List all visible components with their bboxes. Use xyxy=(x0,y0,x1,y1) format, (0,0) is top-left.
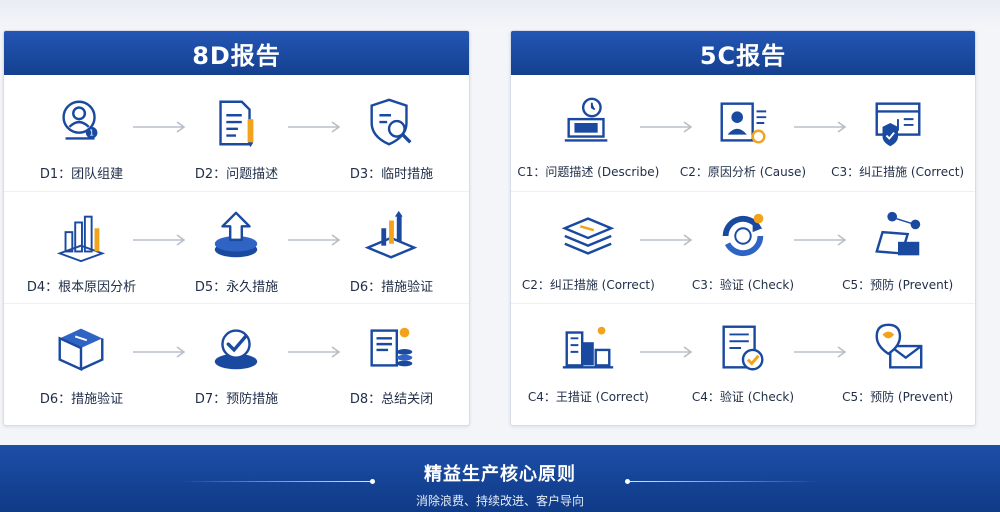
step-label: D6：措施验证 xyxy=(39,392,124,407)
flow-arrow xyxy=(286,121,342,133)
step-label: C5：预防 (Prevent) xyxy=(842,278,954,292)
step-d5: D5：永久措施 xyxy=(159,192,341,304)
flow-arrow xyxy=(131,121,187,133)
footer-subtitle: 消除浪费、持续改进、客户导向 xyxy=(415,494,584,508)
footer-title: 精益生产核心原则 xyxy=(424,464,576,485)
card-network-icon xyxy=(868,206,928,266)
step-c5b: C5：预防 (Prevent) xyxy=(820,304,975,416)
buildings-icon xyxy=(558,318,618,378)
footer-banner: 精益生产核心原则 消除浪费、持续改进、客户导向 xyxy=(0,445,1000,512)
mail-pin-icon xyxy=(868,318,928,378)
stack-upload-icon xyxy=(206,206,266,266)
bar-chart-3d-icon xyxy=(51,206,111,266)
step-label: D4：根本原因分析 xyxy=(26,280,137,295)
divider-dot xyxy=(625,479,630,484)
step-d6a: D6：措施验证 xyxy=(314,192,469,304)
step-d4: D4：根本原因分析 xyxy=(4,192,186,304)
open-box-icon xyxy=(51,318,111,378)
layers-icon xyxy=(558,206,618,266)
step-label: C1：问题描述 (Describe) xyxy=(517,165,660,179)
step-c4b: C4：验证 (Check) xyxy=(666,304,847,416)
step-d6b: D6：措施验证 xyxy=(4,304,186,416)
cycle-arrows-icon xyxy=(713,206,773,266)
step-label: C5：预防 (Prevent) xyxy=(842,390,954,404)
step-label: C4：王措证 (Correct) xyxy=(527,390,649,404)
top-strip xyxy=(0,0,1000,28)
flow-arrow xyxy=(286,346,342,358)
step-c5: C5：预防 (Prevent) xyxy=(820,192,975,304)
step-label: C2：原因分析 (Cause) xyxy=(679,165,807,179)
flow-arrow xyxy=(792,346,848,358)
team-user-icon: 1 xyxy=(51,93,111,153)
panel-8d-title: 8D报告 xyxy=(4,31,469,75)
step-label: D5：永久措施 xyxy=(194,280,279,295)
divider-line xyxy=(180,481,370,482)
flow-arrow xyxy=(131,234,187,246)
step-c2b: C2：纠正措施 (Correct) xyxy=(511,192,693,304)
monitor-clock-icon xyxy=(558,93,618,153)
window-shield-icon xyxy=(868,93,928,153)
step-label: D7：预防措施 xyxy=(194,392,279,407)
step-label: D8：总结关闭 xyxy=(349,392,434,407)
flow-arrow xyxy=(286,234,342,246)
flow-arrow xyxy=(792,121,848,133)
checklist-icon xyxy=(713,318,773,378)
profile-card-icon xyxy=(713,93,773,153)
step-c3b: C3：验证 (Check) xyxy=(666,192,847,304)
step-d7: D7：预防措施 xyxy=(159,304,341,416)
check-badge-icon xyxy=(206,318,266,378)
step-label: C2：纠正措施 (Correct) xyxy=(521,278,655,292)
step-label: D6：措施验证 xyxy=(349,280,434,295)
flow-arrow xyxy=(638,121,694,133)
document-pen-icon xyxy=(206,93,266,153)
svg-text:1: 1 xyxy=(90,129,95,138)
flow-arrow xyxy=(638,234,694,246)
divider-line xyxy=(630,481,820,482)
flow-arrow xyxy=(792,234,848,246)
shield-search-icon xyxy=(361,93,421,153)
flow-arrow xyxy=(638,346,694,358)
step-label: C4：验证 (Check) xyxy=(691,390,795,404)
panel-5c-report: 5C报告 C1：问题描述 (Describe) C2：原因分析 (Cause) xyxy=(510,30,976,426)
step-label: C3：验证 (Check) xyxy=(691,278,795,292)
growth-platform-icon xyxy=(361,206,421,266)
step-c3: C3：纠正措施 (Correct) xyxy=(820,79,975,191)
step-label: D2：问题描述 xyxy=(194,167,279,182)
step-label: D1：团队组建 xyxy=(39,167,124,182)
step-d3: D3：临时措施 xyxy=(314,79,469,191)
flow-arrow xyxy=(131,346,187,358)
divider-dot xyxy=(370,479,375,484)
step-c2: C2：原因分析 (Cause) xyxy=(666,79,847,191)
step-c1: C1：问题描述 (Describe) xyxy=(511,79,693,191)
step-label: C3：纠正措施 (Correct) xyxy=(831,165,965,179)
step-d2: D2：问题描述 xyxy=(159,79,341,191)
document-coins-icon xyxy=(361,318,421,378)
step-d1: 1 D1：团队组建 xyxy=(4,79,186,191)
step-label: D3：临时措施 xyxy=(349,167,434,182)
step-c4a: C4：王措证 (Correct) xyxy=(511,304,693,416)
panel-5c-title: 5C报告 xyxy=(511,31,975,75)
panel-8d-report: 8D报告 1 D1：团队组建 D2：问题描述 D3：临时措 xyxy=(3,30,470,426)
step-d8: D8：总结关闭 xyxy=(314,304,469,416)
